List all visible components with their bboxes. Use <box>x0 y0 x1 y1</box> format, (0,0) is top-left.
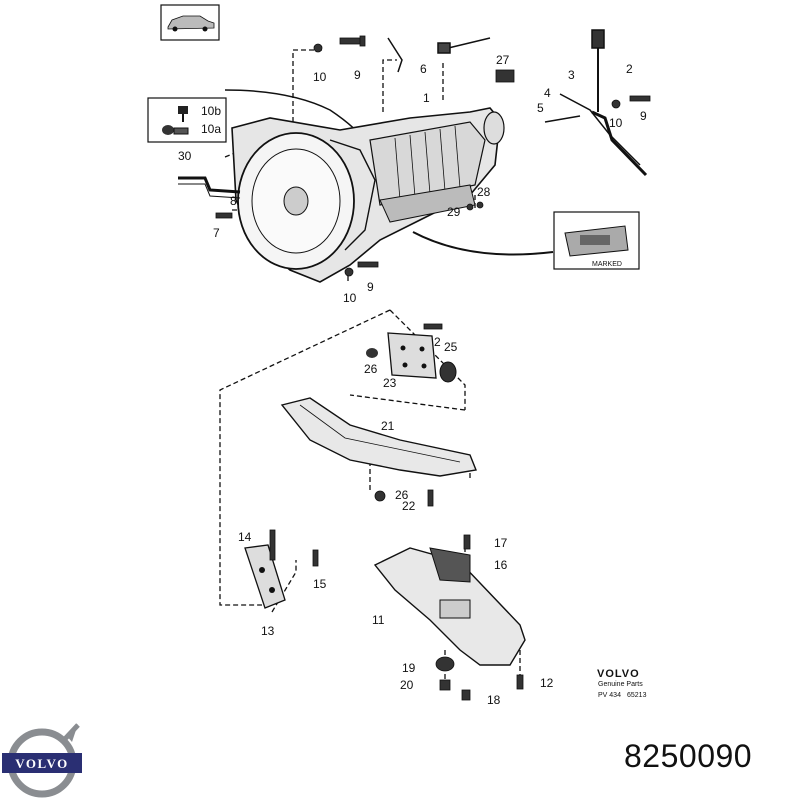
bracket-13 <box>244 544 286 609</box>
callout-28: 28 <box>477 185 491 199</box>
callout-4: 4 <box>544 86 551 100</box>
callout-11: 11 <box>372 613 385 627</box>
callout-25: 25 <box>444 340 458 354</box>
callout-12: 12 <box>540 676 554 690</box>
callout-13: 13 <box>261 624 275 638</box>
callout-21: 21 <box>381 419 395 433</box>
callout-7: 7 <box>213 226 220 240</box>
callout-8: 8 <box>230 194 237 208</box>
callout-10a: 10 <box>313 70 327 84</box>
dipstick-tube <box>178 176 241 199</box>
callout-18: 18 <box>487 693 501 707</box>
callout-2: 2 <box>626 62 633 76</box>
volvo-logo-text: VOLVO <box>15 756 68 771</box>
callout-30: 30 <box>178 149 192 163</box>
callout-26b: 26 <box>395 488 409 502</box>
sensor-inset-box <box>147 97 227 143</box>
callout-10b: 10 <box>609 116 623 130</box>
callout-1: 1 <box>423 91 430 105</box>
callout-9a: 9 <box>354 68 361 82</box>
callout-2b: 2 <box>434 335 441 349</box>
callout-26a: 26 <box>364 362 378 376</box>
crossmember-21 <box>280 397 477 477</box>
bracket-23 <box>366 332 457 383</box>
callout-20: 20 <box>400 678 414 692</box>
genuine-code2: 65213 <box>627 692 647 699</box>
transmission-housing <box>231 107 505 283</box>
marked-leader-line <box>412 231 554 256</box>
callout-22: 22 <box>402 499 416 513</box>
callout-14: 14 <box>238 530 252 544</box>
car-thumbnail <box>160 4 220 41</box>
callout-5: 5 <box>537 101 544 115</box>
callout-10a-label: 10a <box>201 122 221 136</box>
callout-29: 29 <box>447 205 461 219</box>
callout-16: 16 <box>494 558 508 572</box>
callout-19: 19 <box>402 661 416 675</box>
genuine-brand: VOLVO <box>597 668 640 680</box>
callout-15: 15 <box>313 577 327 591</box>
genuine-code1: PV 434 <box>598 692 621 699</box>
marked-label-box <box>553 211 640 270</box>
marked-label-text: MARKED <box>592 261 622 268</box>
fasteners <box>215 35 651 701</box>
callout-9c: 9 <box>367 280 374 294</box>
genuine-parts-stamp: VOLVO Genuine Parts PV 434 65213 <box>597 668 647 699</box>
callout-9b: 9 <box>640 109 647 123</box>
callout-17: 17 <box>494 536 508 550</box>
part-number: 8250090 <box>624 738 753 774</box>
callout-10c: 10 <box>343 291 357 305</box>
callout-3: 3 <box>568 68 575 82</box>
callout-labels: 1 2 2 3 4 5 6 7 8 9 9 9 10 10 10 10b 10a… <box>178 53 647 707</box>
callout-27: 27 <box>496 53 510 67</box>
callout-23: 23 <box>383 376 397 390</box>
genuine-line1: Genuine Parts <box>598 681 643 688</box>
callout-6: 6 <box>420 62 427 76</box>
crossmember-11 <box>373 547 526 666</box>
callout-10b-label: 10b <box>201 104 221 118</box>
volvo-logo: VOLVO <box>2 723 82 798</box>
